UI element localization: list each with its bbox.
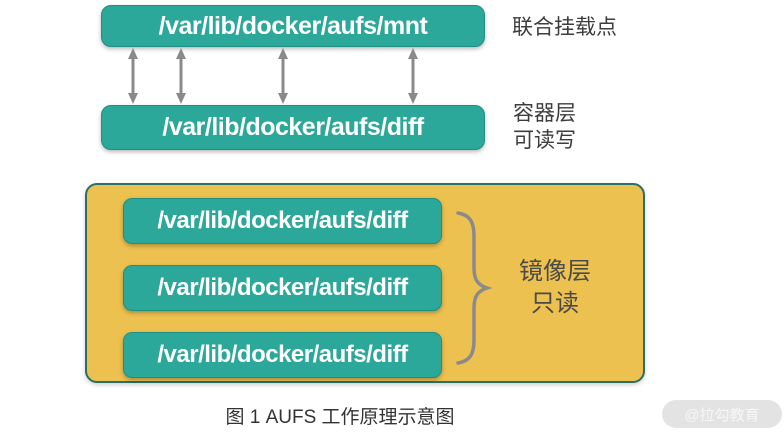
image-layer-path: /var/lib/docker/aufs/diff xyxy=(157,274,408,301)
double-arrow-icon xyxy=(278,48,288,104)
brace-icon xyxy=(456,211,492,365)
watermark-text: @拉勾教育 xyxy=(684,406,760,424)
bidirectional-arrows xyxy=(128,48,418,104)
image-layer-path: /var/lib/docker/aufs/diff xyxy=(157,207,408,234)
image-layer-path: /var/lib/docker/aufs/diff xyxy=(157,341,408,368)
double-arrow-icon xyxy=(408,48,418,104)
double-arrow-icon xyxy=(128,48,138,104)
image-layer-label: 镜像层 只读 xyxy=(519,258,591,317)
union-mount-label: 联合挂载点 xyxy=(512,16,617,39)
container-layer-path: /var/lib/docker/aufs/diff xyxy=(162,113,424,141)
watermark-badge: @拉勾教育 xyxy=(662,400,782,428)
container-layer-label: 容器层 可读写 xyxy=(513,102,576,152)
image-layer-box: /var/lib/docker/aufs/diff xyxy=(123,265,442,311)
image-layer-box: /var/lib/docker/aufs/diff xyxy=(123,198,442,244)
container-layer-box: /var/lib/docker/aufs/diff xyxy=(101,105,485,150)
figure-caption: 图 1 AUFS 工作原理示意图 xyxy=(225,407,455,428)
union-mount-box: /var/lib/docker/aufs/mnt xyxy=(101,5,485,47)
union-mount-path: /var/lib/docker/aufs/mnt xyxy=(158,11,428,40)
image-layer-box: /var/lib/docker/aufs/diff xyxy=(123,332,442,378)
double-arrow-icon xyxy=(176,48,186,104)
